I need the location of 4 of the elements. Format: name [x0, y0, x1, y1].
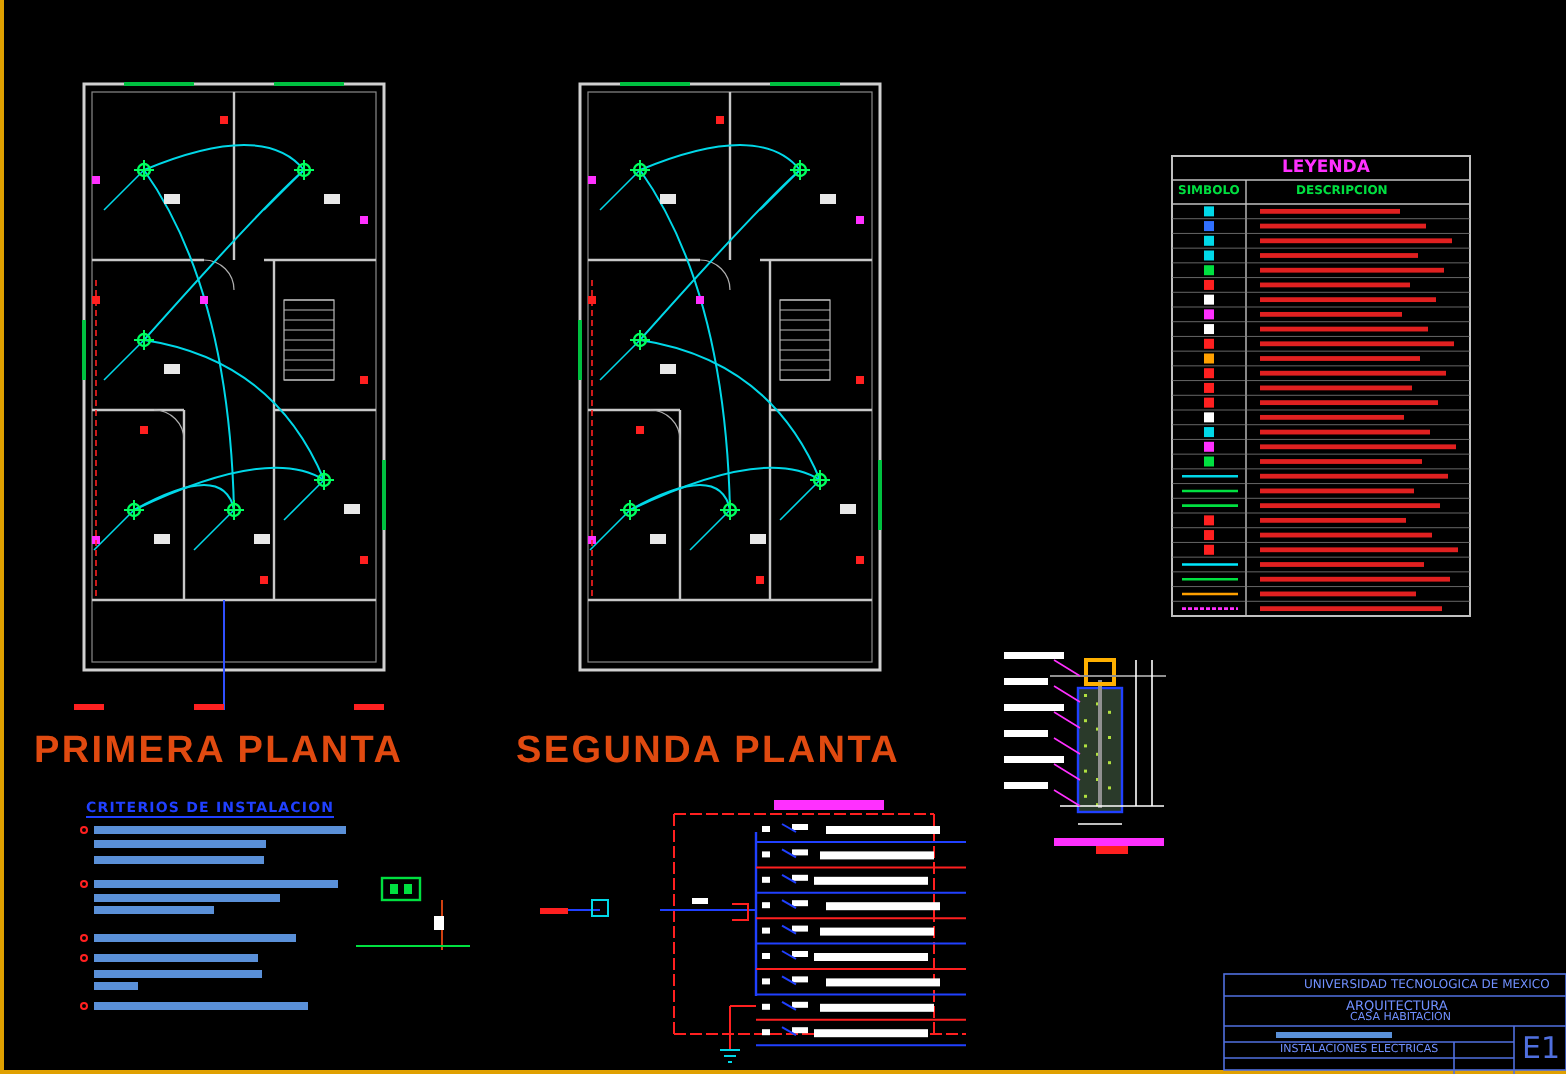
sheet-number: E1: [1522, 1034, 1561, 1064]
drawing-title: PRIMERA PLANTA: [34, 732, 404, 770]
legend-heading: LEYENDA: [1282, 160, 1370, 177]
drawing-title: SEGUNDA PLANTA: [516, 732, 901, 770]
